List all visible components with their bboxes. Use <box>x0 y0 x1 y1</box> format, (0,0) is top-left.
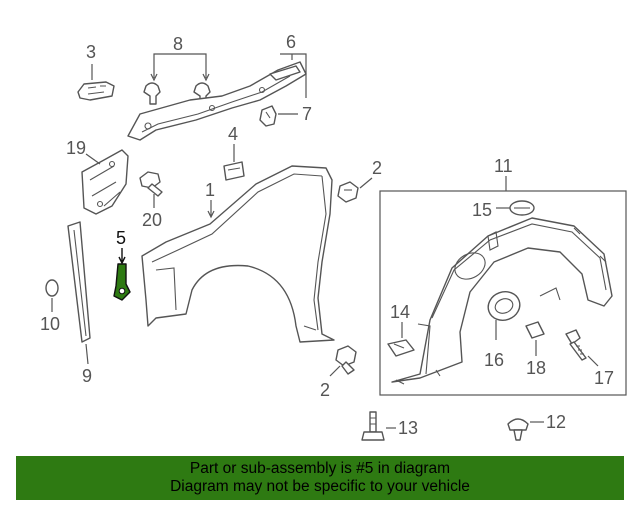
callout-10: 10 <box>40 314 60 334</box>
part-6 <box>127 61 307 141</box>
part-15 <box>509 200 535 216</box>
callout-7: 7 <box>302 104 312 124</box>
callout-17: 17 <box>594 368 614 388</box>
leader-17 <box>587 355 599 367</box>
leader-19 <box>85 153 101 165</box>
part-16 <box>487 291 521 321</box>
callout-13: 13 <box>398 418 418 438</box>
part-19 <box>81 149 129 215</box>
callout-6: 6 <box>286 32 296 52</box>
group-11-box <box>379 190 627 396</box>
part-9 <box>67 221 91 343</box>
parts-diagram: 3 8 6 7 4 19 20 <box>40 32 627 441</box>
part-2-lower <box>335 345 357 375</box>
leader-6 <box>280 53 307 98</box>
callout-4: 4 <box>228 124 238 144</box>
callout-19: 19 <box>66 138 86 158</box>
part-5-highlighted <box>113 263 131 301</box>
leader-8-arrows <box>150 73 210 82</box>
callout-3: 3 <box>86 42 96 62</box>
leader-9 <box>85 343 89 365</box>
callout-12: 12 <box>546 412 566 432</box>
callout-16: 16 <box>484 350 504 370</box>
callout-20: 20 <box>142 210 162 230</box>
callout-15: 15 <box>472 200 492 220</box>
callout-2-lower: 2 <box>320 380 330 400</box>
part-12 <box>507 418 529 441</box>
part-13 <box>361 411 385 441</box>
callout-8: 8 <box>173 34 183 54</box>
part-14 <box>387 339 415 357</box>
leader-2-lower <box>329 365 341 377</box>
part-7 <box>259 105 277 127</box>
info-banner: Part or sub-assembly is #5 in diagram Di… <box>16 456 624 500</box>
callout-14: 14 <box>390 302 410 322</box>
part-3 <box>77 81 115 101</box>
part-2-upper <box>337 181 359 203</box>
banner-line-2: Diagram may not be specific to your vehi… <box>170 478 470 495</box>
part-11-liner <box>391 217 613 385</box>
callout-11: 11 <box>494 156 513 176</box>
callout-18: 18 <box>526 358 546 378</box>
callout-2-upper: 2 <box>372 158 382 178</box>
callout-9: 9 <box>82 366 92 386</box>
part-20 <box>139 171 163 197</box>
part-1-fender <box>141 165 335 343</box>
banner-line-1: Part or sub-assembly is #5 in diagram <box>189 460 451 477</box>
part-17 <box>565 329 587 361</box>
part-10 <box>45 279 59 297</box>
callout-5: 5 <box>116 228 126 248</box>
leader-2-upper <box>359 177 373 189</box>
part-4 <box>223 161 245 181</box>
part-18 <box>525 321 545 339</box>
callout-1: 1 <box>205 180 215 200</box>
leader-8 <box>153 53 207 78</box>
